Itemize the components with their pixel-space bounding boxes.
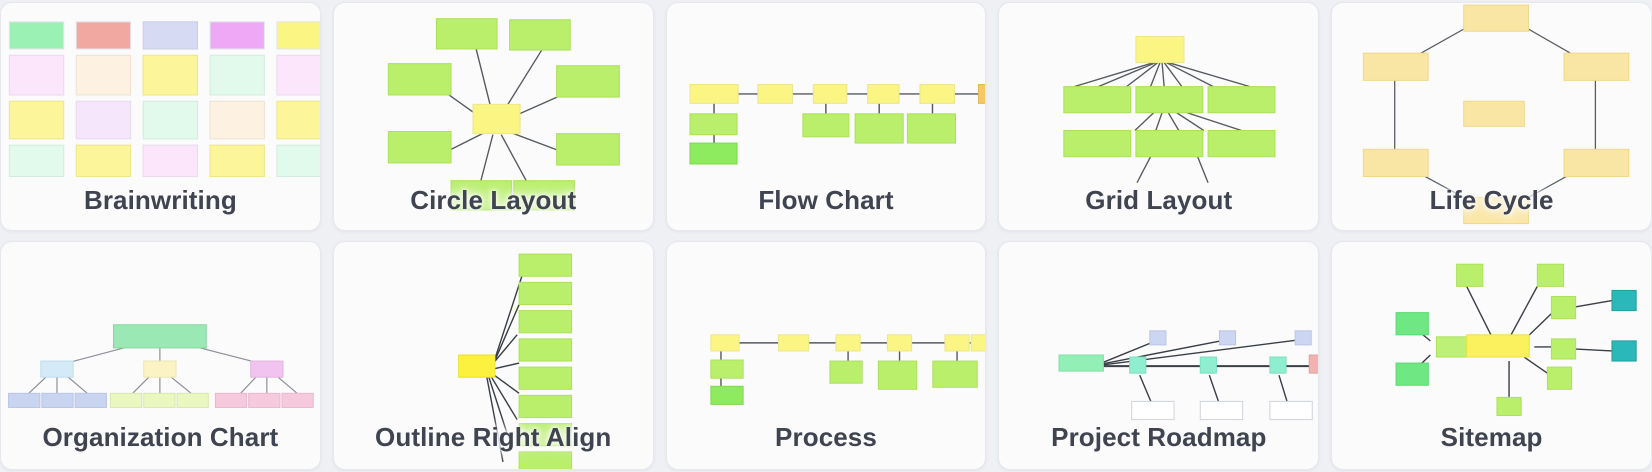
template-label-organization-chart: Organization Chart bbox=[42, 422, 279, 452]
template-label-grid-layout: Grid Layout bbox=[1085, 185, 1233, 215]
template-label-brainwriting: Brainwriting bbox=[83, 185, 237, 215]
template-label-outline-right-align: Outline Right Align bbox=[375, 422, 612, 452]
thumbnail-circle-layout bbox=[334, 3, 653, 230]
center-node bbox=[472, 103, 521, 135]
thumbnail-flow-chart bbox=[667, 3, 986, 230]
template-card-brainwriting[interactable]: Brainwriting bbox=[0, 2, 321, 231]
leaf-nodes bbox=[8, 392, 314, 408]
child-nodes bbox=[709, 359, 978, 405]
root-node bbox=[457, 354, 496, 378]
branch-nodes bbox=[1436, 263, 1577, 417]
thumbnail-sitemap bbox=[1332, 242, 1651, 469]
template-label-process: Process bbox=[775, 422, 877, 452]
root-node bbox=[1135, 35, 1185, 64]
sticky-note-row-3 bbox=[8, 100, 320, 140]
template-label-project-roadmap: Project Roadmap bbox=[1051, 422, 1267, 452]
template-card-organization-chart[interactable]: Organization Chart bbox=[0, 241, 321, 470]
template-card-sitemap[interactable]: Sitemap bbox=[1331, 241, 1652, 470]
thumbnail-grid-layout bbox=[999, 3, 1318, 230]
sticky-note-row-2 bbox=[8, 54, 320, 96]
sticky-note-row-1 bbox=[8, 21, 320, 50]
center-node bbox=[1463, 100, 1526, 127]
child-nodes bbox=[689, 113, 956, 165]
left-nodes bbox=[1395, 312, 1430, 386]
ring-nodes bbox=[1363, 4, 1630, 225]
detail-cards bbox=[1131, 400, 1314, 421]
thumbnail-process bbox=[667, 242, 986, 469]
thumbnail-outline-right-align bbox=[334, 242, 653, 469]
template-label-life-cycle: Life Cycle bbox=[1429, 185, 1554, 215]
root-node bbox=[112, 324, 207, 349]
outline-items bbox=[518, 253, 572, 469]
edges bbox=[1074, 61, 1251, 184]
root-node bbox=[1466, 334, 1530, 358]
milestone-nodes bbox=[1129, 356, 1287, 374]
template-label-flow-chart: Flow Chart bbox=[758, 185, 894, 215]
teal-nodes bbox=[1611, 289, 1637, 362]
template-card-project-roadmap[interactable]: Project Roadmap bbox=[998, 241, 1320, 470]
leaf-nodes bbox=[387, 18, 620, 211]
thumbnail-brainwriting bbox=[1, 3, 320, 230]
template-card-grid-layout[interactable]: Grid Layout bbox=[998, 2, 1320, 231]
sticky-note-row-4 bbox=[8, 144, 320, 178]
task-nodes bbox=[1149, 330, 1313, 346]
start-node bbox=[1058, 354, 1105, 372]
spine-nodes bbox=[709, 334, 986, 352]
thumbnail-organization-chart bbox=[1, 242, 320, 469]
template-card-process[interactable]: Process bbox=[665, 241, 987, 470]
template-label-sitemap: Sitemap bbox=[1440, 422, 1543, 452]
template-card-circle-layout[interactable]: Circle Layout bbox=[332, 2, 654, 231]
template-card-life-cycle[interactable]: Life Cycle bbox=[1331, 2, 1652, 231]
branch-nodes bbox=[40, 360, 284, 378]
grid-cells bbox=[1063, 86, 1276, 158]
end-node bbox=[1309, 354, 1319, 374]
template-card-flow-chart[interactable]: Flow Chart bbox=[665, 2, 987, 231]
spine-nodes bbox=[689, 84, 955, 104]
thumbnail-life-cycle bbox=[1332, 3, 1651, 230]
template-label-circle-layout: Circle Layout bbox=[410, 185, 577, 215]
end-node bbox=[977, 84, 986, 104]
thumbnail-project-roadmap bbox=[999, 242, 1319, 469]
template-card-outline-right-align[interactable]: Outline Right Align bbox=[332, 241, 654, 470]
